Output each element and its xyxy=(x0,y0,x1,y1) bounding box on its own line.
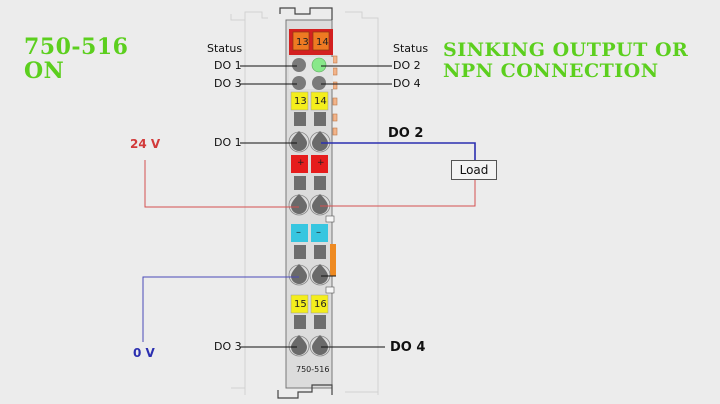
marker-yellow-15 xyxy=(290,294,309,314)
led-do3 xyxy=(292,76,306,90)
terminal-label-do3: DO 3 xyxy=(214,340,242,353)
marker-minus-left xyxy=(291,224,308,242)
terminal-do4 xyxy=(312,335,328,355)
release-slot xyxy=(294,112,306,126)
marker-plus-left xyxy=(291,155,308,173)
terminal-label-do2: DO 2 xyxy=(388,126,424,141)
release-slot xyxy=(314,112,326,126)
header-marker-14 xyxy=(312,31,330,51)
status-heading-right: Status xyxy=(393,42,429,55)
terminal-row-do1-do2 xyxy=(288,131,331,153)
led-do1 xyxy=(292,58,306,72)
terminal-label-do4: DO 4 xyxy=(390,340,426,355)
title-right-line2: NPN CONNECTION xyxy=(443,59,659,82)
terminal-row-plus xyxy=(288,194,331,216)
marker-yellow-16 xyxy=(310,294,329,314)
plus-symbol-left: + xyxy=(297,158,305,168)
title-left-line2: ON xyxy=(24,57,65,84)
marker-yellow-13 xyxy=(290,91,309,111)
marker-yellow-14 xyxy=(310,91,329,111)
wire-0v-supply xyxy=(142,276,299,342)
title-right: SINKING OUTPUT OR NPN CONNECTION xyxy=(443,40,688,81)
leader-lines xyxy=(240,65,392,348)
wire-load-to-24v xyxy=(320,180,476,207)
supply-0v-label: 0 V xyxy=(133,346,155,360)
header-marker-13 xyxy=(292,31,310,51)
module-part-number: 750-516 xyxy=(296,365,330,374)
title-right-line1: SINKING OUTPUT OR xyxy=(443,39,689,61)
marker-yellow-16-text: 16 xyxy=(314,299,327,310)
status-heading-left: Status xyxy=(207,42,243,55)
status-label-do3: DO 3 xyxy=(214,77,242,90)
minus-symbol-right: – xyxy=(316,227,321,238)
status-label-do1: DO 1 xyxy=(214,59,242,72)
title-left: 750-516 ON xyxy=(24,34,129,84)
led-do4 xyxy=(312,76,326,90)
plus-symbol-right: + xyxy=(317,158,325,168)
minus-symbol-left: – xyxy=(296,227,301,238)
din-clip-top xyxy=(279,7,333,20)
header-marker-13-text: 13 xyxy=(296,37,309,48)
wire-24v-supply xyxy=(144,160,299,208)
terminal-label-do1: DO 1 xyxy=(214,136,242,149)
marker-yellow-13-text: 13 xyxy=(294,96,307,107)
wire-do2-to-load xyxy=(321,142,476,160)
jumper-symbol xyxy=(325,286,335,294)
terminal-row-minus xyxy=(288,264,331,286)
orange-side-strip xyxy=(330,244,336,276)
side-contacts xyxy=(332,55,338,136)
marker-yellow-14-text: 14 xyxy=(314,96,327,107)
jumper-symbol xyxy=(325,215,335,223)
title-left-line1: 750-516 xyxy=(24,34,129,60)
load-box: Load xyxy=(451,160,497,180)
terminal-do1 xyxy=(291,131,307,151)
terminal-do2 xyxy=(312,131,328,151)
marker-yellow-15-text: 15 xyxy=(294,299,307,310)
din-clip-bottom xyxy=(277,384,333,399)
header-marker-14-text: 14 xyxy=(316,37,329,48)
marker-plus-right xyxy=(311,155,328,173)
marker-minus-right xyxy=(311,224,328,242)
status-label-do2: DO 2 xyxy=(393,59,421,72)
status-label-do4: DO 4 xyxy=(393,77,421,90)
terminal-do3 xyxy=(291,335,307,355)
supply-24v-label: 24 V xyxy=(130,137,161,151)
led-do2 xyxy=(311,57,327,73)
terminal-row-do3-do4 xyxy=(288,335,331,357)
